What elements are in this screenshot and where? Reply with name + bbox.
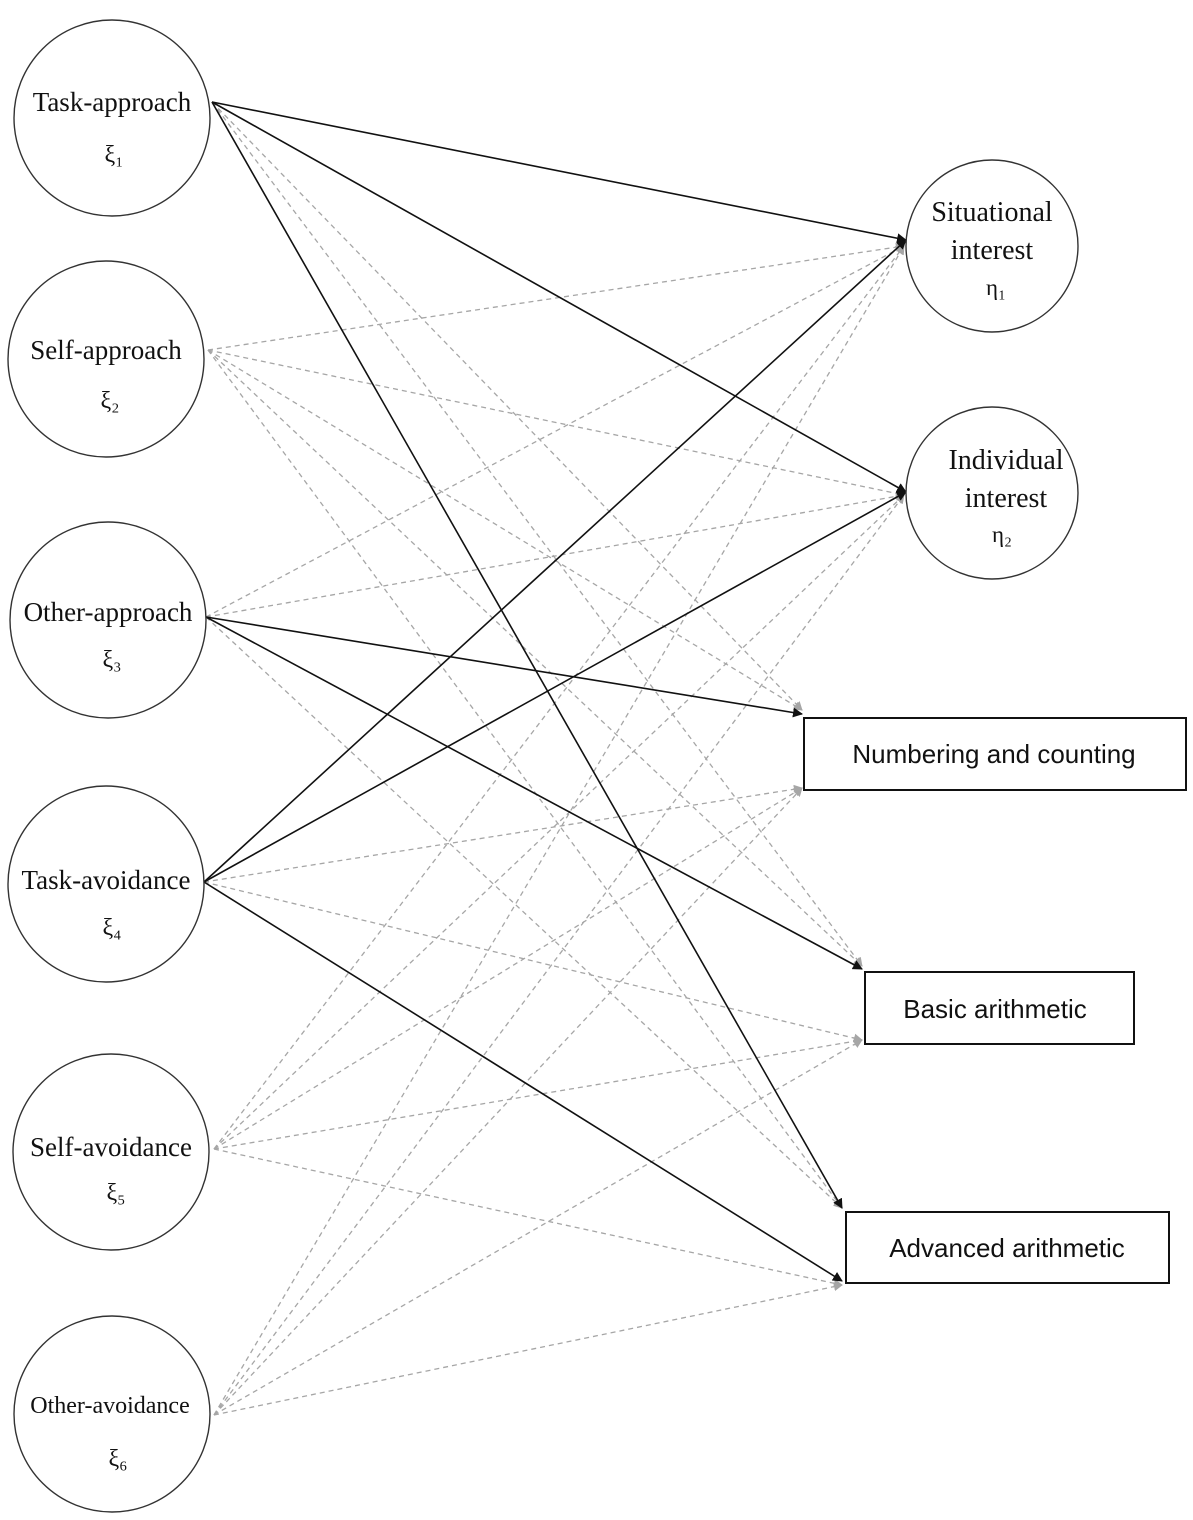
edge-self-avoidance-to-situational-interest bbox=[213, 245, 905, 1150]
edge-other-approach-to-numbering-counting bbox=[205, 616, 803, 718]
edge-other-avoidance-to-basic-arithmetic bbox=[213, 1039, 863, 1416]
edge-task-approach-to-basic-arithmetic bbox=[211, 101, 863, 967]
edges-layer bbox=[203, 101, 907, 1416]
node-individual-interest-label-line1: Individual bbox=[948, 445, 1063, 476]
node-situational-interest-label-line1: Situational bbox=[931, 197, 1053, 228]
node-situational-interest: Situational interest η₁ bbox=[905, 159, 1079, 333]
edge-task-approach-to-situational-interest bbox=[211, 101, 907, 244]
node-numbering-counting: Numbering and counting bbox=[803, 717, 1187, 791]
node-task-approach: Task-approach ξ₁ bbox=[13, 19, 211, 217]
node-basic-arithmetic-label: Basic arithmetic bbox=[903, 994, 1087, 1024]
node-situational-interest-label-line2: interest bbox=[951, 235, 1034, 266]
edge-task-approach-to-numbering-counting bbox=[211, 101, 803, 711]
edge-self-approach-to-basic-arithmetic bbox=[207, 349, 863, 967]
node-task-avoidance-symbol: ξ₄ bbox=[102, 915, 121, 941]
edge-self-approach-to-numbering-counting bbox=[207, 349, 803, 711]
node-situational-interest-symbol: η₁ bbox=[986, 275, 1006, 300]
node-self-approach: Self-approach ξ₂ bbox=[7, 260, 205, 458]
edge-other-avoidance-to-individual-interest bbox=[213, 494, 905, 1416]
node-self-avoidance: Self-avoidance ξ₅ bbox=[12, 1053, 210, 1251]
node-advanced-arithmetic: Advanced arithmetic bbox=[845, 1211, 1170, 1284]
edge-task-avoidance-to-situational-interest bbox=[203, 239, 907, 883]
node-self-avoidance-label: Self-avoidance bbox=[30, 1132, 192, 1162]
node-individual-interest: Individual interest η₂ bbox=[905, 406, 1079, 580]
node-self-approach-label: Self-approach bbox=[30, 335, 182, 365]
edge-task-avoidance-to-basic-arithmetic bbox=[203, 881, 863, 1043]
edge-other-approach-to-advanced-arithmetic bbox=[205, 616, 843, 1209]
edge-other-avoidance-to-advanced-arithmetic bbox=[213, 1282, 843, 1416]
node-numbering-counting-label: Numbering and counting bbox=[852, 739, 1135, 769]
node-self-avoidance-symbol: ξ₅ bbox=[106, 1180, 125, 1206]
edge-task-approach-to-advanced-arithmetic bbox=[211, 101, 843, 1209]
edge-self-avoidance-to-advanced-arithmetic bbox=[213, 1148, 843, 1288]
edge-task-avoidance-to-individual-interest bbox=[203, 491, 907, 883]
edge-other-avoidance-to-situational-interest bbox=[213, 245, 905, 1416]
node-other-avoidance: Other-avoidance ξ₆ bbox=[13, 1315, 211, 1513]
node-other-avoidance-label: Other-avoidance bbox=[30, 1393, 189, 1419]
node-task-avoidance-label: Task-avoidance bbox=[21, 865, 190, 895]
edge-self-avoidance-to-numbering-counting bbox=[213, 787, 803, 1150]
edge-task-avoidance-to-advanced-arithmetic bbox=[203, 881, 843, 1282]
edge-task-avoidance-to-numbering-counting bbox=[203, 784, 803, 883]
node-task-avoidance: Task-avoidance ξ₄ bbox=[7, 785, 205, 983]
node-basic-arithmetic: Basic arithmetic bbox=[864, 971, 1135, 1045]
edge-task-approach-to-individual-interest bbox=[211, 101, 907, 493]
node-task-approach-label: Task-approach bbox=[33, 87, 192, 117]
edge-other-avoidance-to-numbering-counting bbox=[213, 787, 803, 1416]
edge-self-avoidance-to-individual-interest bbox=[213, 494, 905, 1150]
node-other-approach-symbol: ξ₃ bbox=[102, 647, 121, 673]
node-other-approach-label: Other-approach bbox=[24, 597, 193, 627]
node-advanced-arithmetic-label: Advanced arithmetic bbox=[889, 1233, 1125, 1263]
edge-other-approach-to-basic-arithmetic bbox=[205, 616, 863, 970]
node-individual-interest-symbol: η₂ bbox=[992, 522, 1012, 547]
node-task-approach-symbol: ξ₁ bbox=[104, 142, 123, 168]
edge-self-approach-to-advanced-arithmetic bbox=[207, 349, 843, 1209]
node-other-approach: Other-approach ξ₃ bbox=[9, 521, 207, 719]
edge-self-avoidance-to-basic-arithmetic bbox=[213, 1036, 863, 1150]
node-self-approach-symbol: ξ₂ bbox=[100, 388, 119, 414]
edge-other-approach-to-situational-interest bbox=[205, 245, 905, 618]
node-other-avoidance-symbol: ξ₆ bbox=[108, 1446, 127, 1472]
edge-self-approach-to-situational-interest bbox=[207, 242, 905, 351]
edge-other-approach-to-individual-interest bbox=[205, 491, 905, 618]
edge-self-approach-to-individual-interest bbox=[207, 349, 905, 498]
node-individual-interest-label-line2: interest bbox=[965, 483, 1048, 514]
